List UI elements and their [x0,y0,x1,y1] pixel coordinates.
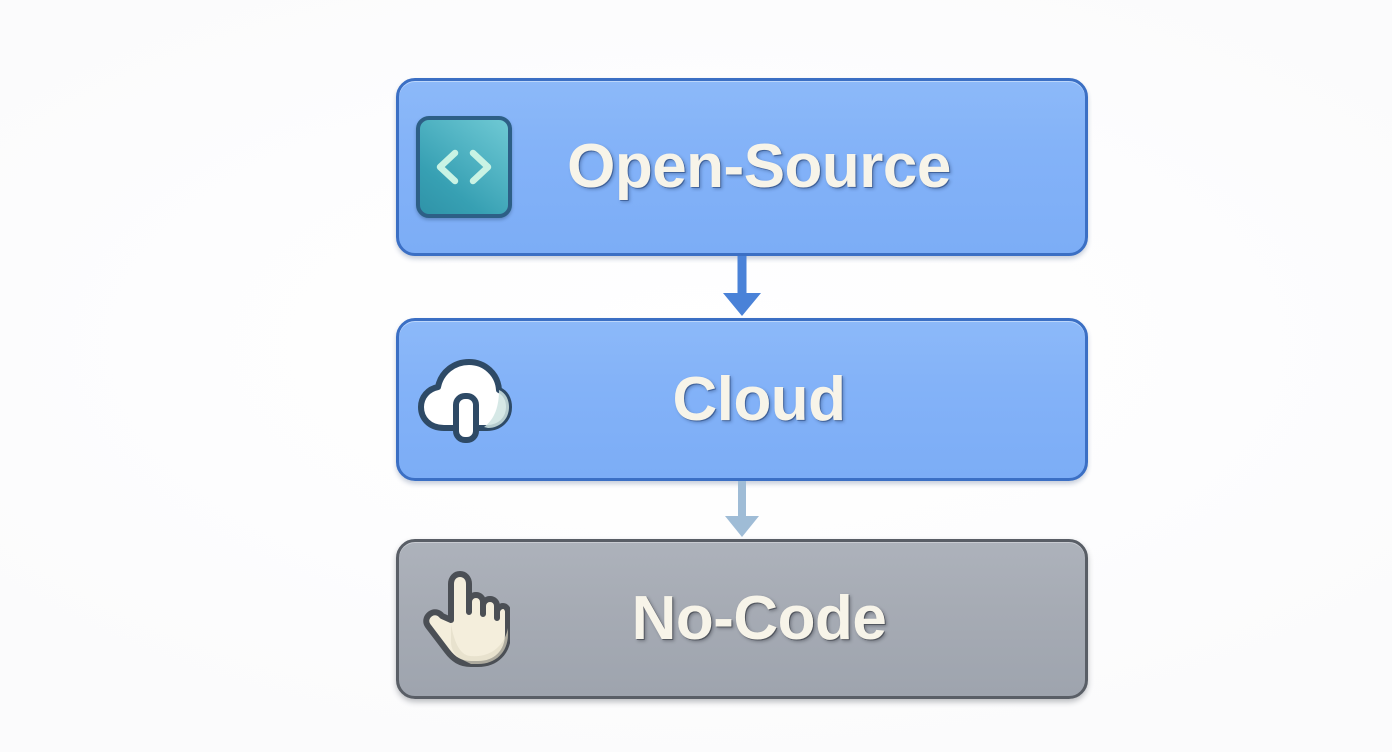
code-brackets-icon [416,116,512,218]
flow-node-label-cloud: Cloud [672,364,846,434]
pointing-hand-cursor-icon [418,568,510,670]
arrow-cloud-to-no-code [712,481,772,539]
flow-node-label-no-code: No-Code [631,584,887,653]
flow-node-no-code[interactable]: No-Code [396,539,1088,699]
flow-node-open-source[interactable]: Open-Source [396,78,1088,256]
flow-node-label-open-source: Open-Source [567,132,951,201]
cloud-upload-icon [416,354,512,446]
node-icon-slot [399,354,529,446]
flowchart: Open-Source Clo [396,78,1088,699]
flow-node-cloud[interactable]: Cloud [396,318,1088,481]
arrow-open-source-to-cloud [712,256,772,318]
node-icon-slot [399,568,529,670]
node-icon-slot [399,116,529,218]
